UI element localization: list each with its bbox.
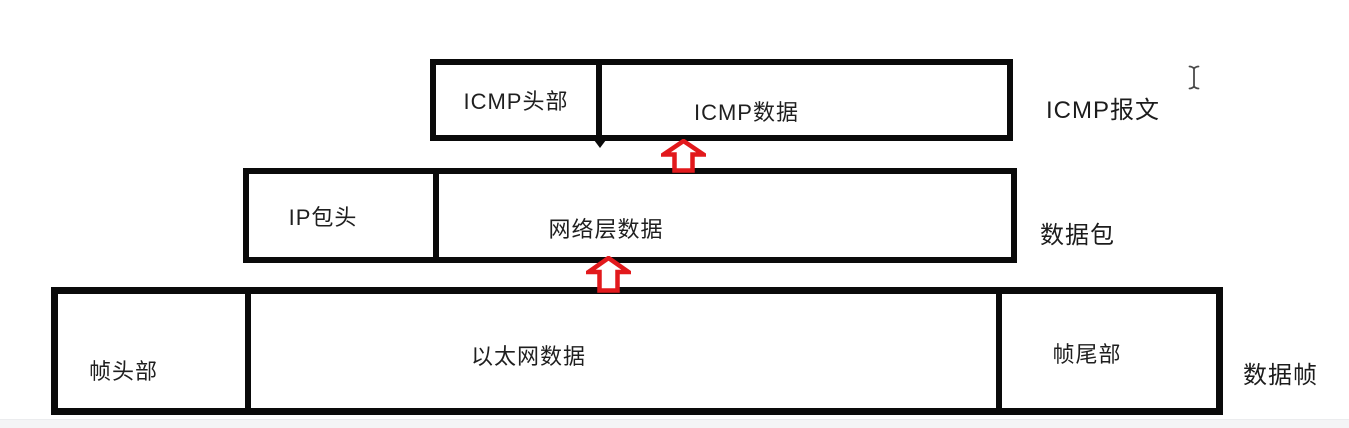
- data-frame-box: 帧头部 以太网数据 帧尾部: [51, 287, 1223, 415]
- frame-header-cell: 帧头部: [58, 294, 245, 408]
- encapsulation-up-arrow-icon: [586, 256, 631, 293]
- data-packet-side-label: 数据包: [1040, 222, 1115, 249]
- text-ibeam-cursor-icon: [1188, 65, 1200, 90]
- frame-header-label: 帧头部: [88, 359, 158, 384]
- data-frame-side-label: 数据帧: [1243, 362, 1318, 389]
- ip-header-cell: IP包头: [249, 174, 433, 257]
- data-packet-box: IP包头 网络层数据: [243, 168, 1017, 263]
- network-layer-data-cell: 网络层数据: [433, 174, 1011, 257]
- icmp-message-box: ICMP头部 ICMP数据: [430, 59, 1013, 141]
- ethernet-data-label: 以太网数据: [470, 344, 586, 369]
- bottom-edge-strip: [0, 419, 1349, 428]
- ethernet-data-cell: 以太网数据: [245, 294, 996, 408]
- frame-trailer-label: 帧尾部: [1052, 342, 1122, 367]
- divider-caret-mark: [594, 140, 606, 148]
- icmp-data-label: ICMP数据: [693, 100, 799, 125]
- icmp-message-side-label: ICMP报文: [1046, 97, 1160, 124]
- ip-header-label: IP包头: [288, 204, 358, 230]
- icmp-data-cell: ICMP数据: [596, 65, 1007, 135]
- encapsulation-up-arrow-icon: [661, 139, 706, 173]
- frame-trailer-cell: 帧尾部: [996, 294, 1216, 408]
- icmp-header-label: ICMP头部: [463, 89, 569, 114]
- icmp-header-cell: ICMP头部: [436, 65, 596, 135]
- network-layer-data-label: 网络层数据: [548, 216, 664, 242]
